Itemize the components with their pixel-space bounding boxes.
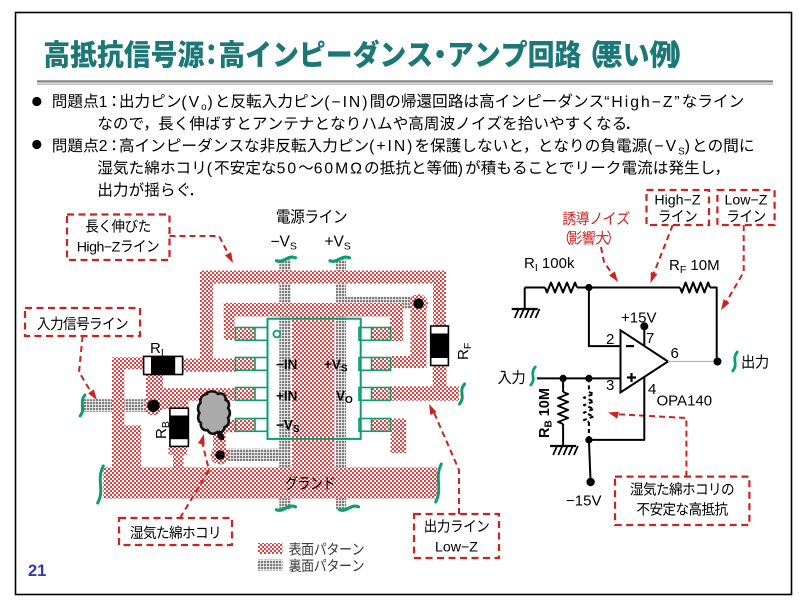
svg-text:Low−Z: Low−Z (725, 193, 768, 209)
svg-text:1: 1 (99, 94, 110, 111)
svg-text:3: 3 (606, 377, 614, 394)
svg-text:RI: RI (150, 340, 164, 359)
svg-text:): ) (458, 160, 465, 177)
svg-text:S: S (290, 241, 297, 253)
svg-text:High−Z: High−Z (654, 193, 700, 209)
svg-text:−V: −V (271, 234, 291, 251)
svg-text:(: ( (207, 160, 214, 177)
svg-text:+V: +V (325, 234, 345, 251)
svg-text:−15V: −15V (566, 493, 601, 510)
svg-text:(−IN): (−IN) (324, 94, 369, 111)
svg-text:6: 6 (671, 345, 679, 362)
svg-text:“High−Z”: “High−Z” (604, 94, 681, 111)
svg-text:Low−Z: Low−Z (435, 540, 478, 556)
svg-text:RF 10M: RF 10M (669, 257, 720, 276)
svg-text:2: 2 (606, 331, 614, 348)
svg-text:OPA140: OPA140 (657, 393, 713, 410)
svg-text:2: 2 (99, 138, 110, 155)
svg-text:High−Z: High−Z (77, 240, 121, 256)
svg-text:(−V: (−V (647, 138, 678, 155)
svg-text:RB 10M: RB 10M (537, 388, 555, 438)
svg-text:50: 50 (277, 160, 298, 177)
svg-text:(+IN): (+IN) (369, 138, 414, 155)
svg-text:o: o (201, 102, 207, 113)
svg-text:(V: (V (181, 94, 201, 111)
svg-text:): ) (685, 138, 692, 155)
svg-text:RI 100k: RI 100k (524, 255, 575, 274)
svg-text:S: S (344, 241, 351, 253)
svg-text:7: 7 (646, 330, 654, 347)
svg-text:21: 21 (28, 562, 46, 580)
svg-text:S: S (678, 146, 685, 157)
svg-text:): ) (208, 94, 215, 111)
svg-text:−IN: −IN (276, 357, 297, 372)
svg-text:60MΩ: 60MΩ (314, 160, 364, 177)
svg-text:4: 4 (648, 381, 656, 398)
svg-text:+15V: +15V (621, 310, 656, 327)
svg-text:+IN: +IN (276, 389, 297, 404)
